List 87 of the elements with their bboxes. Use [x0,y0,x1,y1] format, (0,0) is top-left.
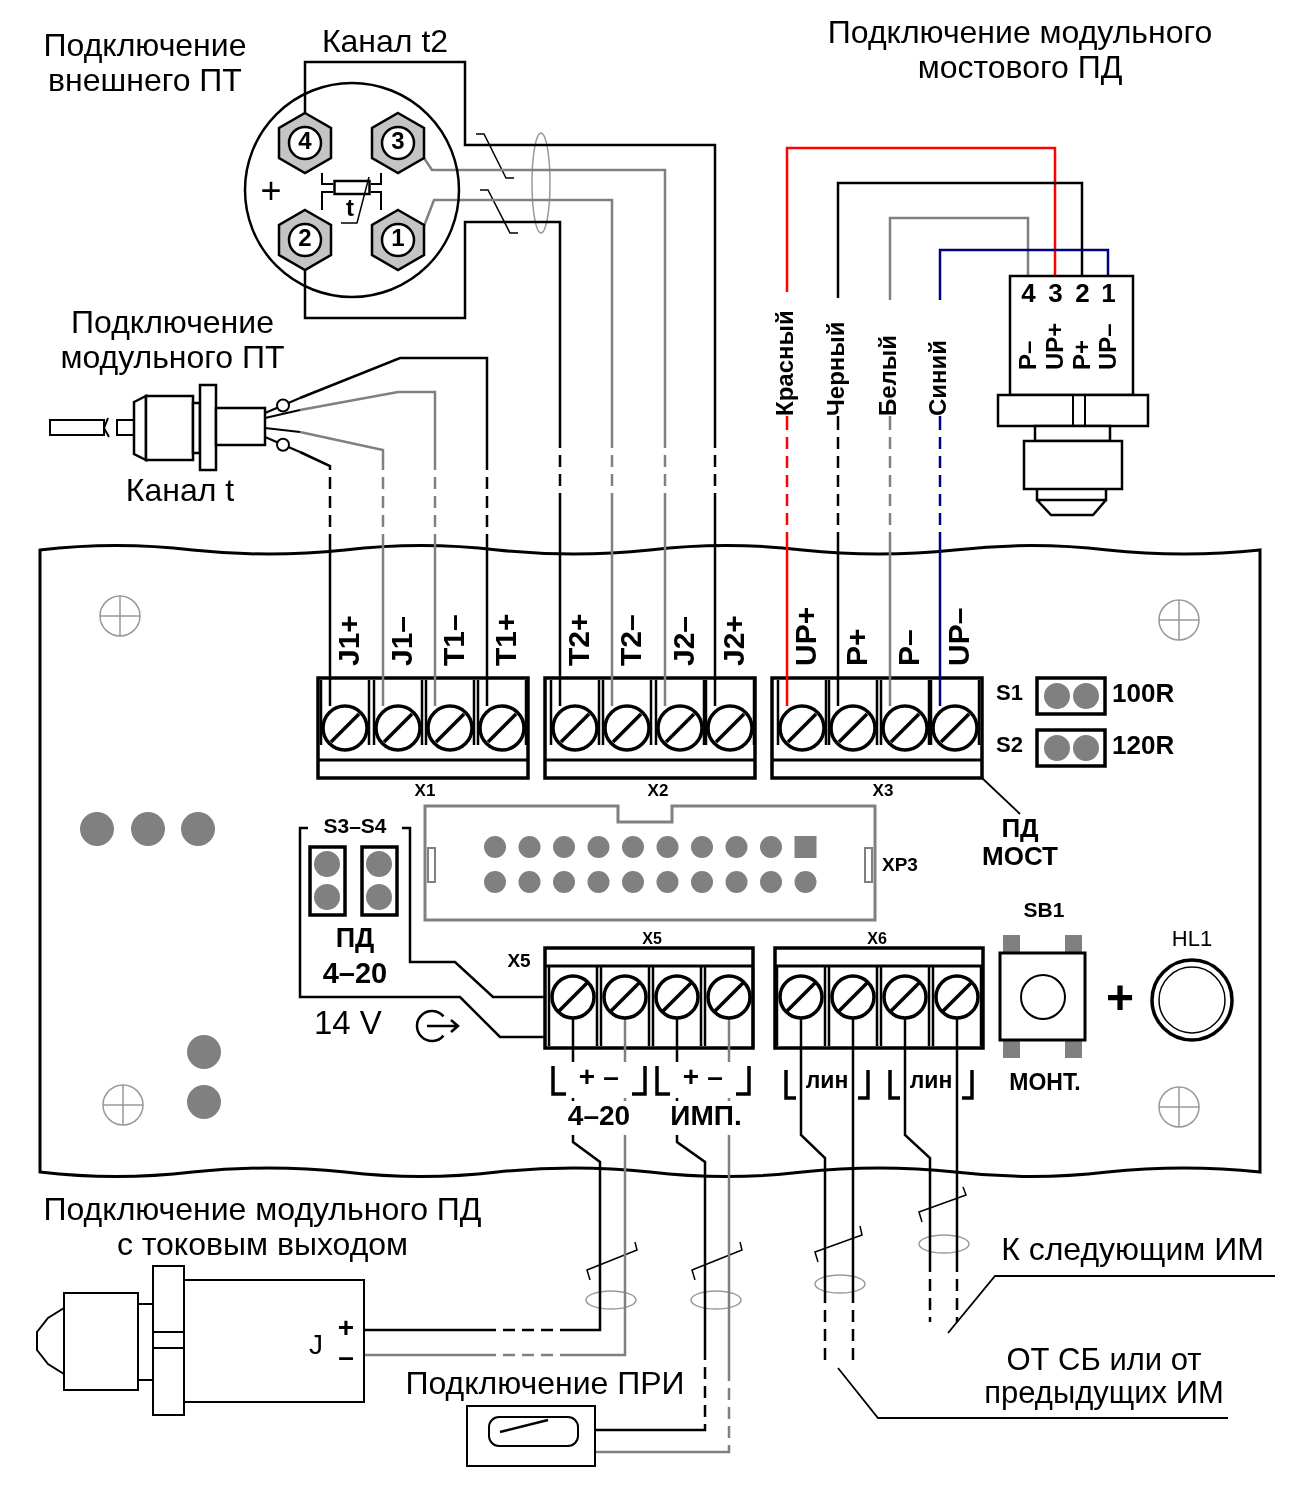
pin-number: 3 [1047,279,1064,307]
signal-label: P– [1016,339,1041,370]
jumper-value: 120R [1112,731,1176,762]
pin-number: 4 [1020,279,1037,307]
wire [370,191,382,211]
connector-label: XP3 [882,855,919,877]
terminal-group-label: лин [805,1068,849,1095]
callout-label: ОТ СБ или от предыдущих ИМ [983,1343,1225,1413]
pin-number: 2 [297,225,313,253]
wire [299,390,437,598]
connector-label: X5 [506,951,532,973]
voltage-label: 14 V [314,1005,383,1043]
terminal-label: UP– [944,606,976,666]
jumper-label: S2 [996,733,1024,759]
resistor-label: t [345,195,355,222]
terminal-label: J1+ [334,614,366,666]
polarity-mark: – [602,1062,620,1094]
terminal-label: UP+ [791,605,823,666]
jumper-label: S1 [996,681,1024,707]
heading: Подключение внешнего ПТ [42,28,248,100]
heading: Подключение модульного ПТ [59,305,286,377]
connector-label: X6 [866,930,888,949]
polarity-mark: + [577,1062,597,1094]
heading: Канал t2 [320,24,450,60]
wire [303,220,562,598]
pin-number: 1 [1100,279,1117,307]
jumper-caption: 4–20 [321,958,389,991]
wire [675,1098,707,1432]
wire [422,157,667,598]
terminal-label: T1– [439,613,471,666]
terminal-label: P+ [842,627,874,666]
terminal-label: T2+ [564,612,596,666]
terminal-group-label: лин [909,1068,953,1095]
leader-line [837,1367,1229,1419]
terminal-label: J2+ [719,614,751,666]
wire [299,356,489,598]
terminal-label: J1– [387,614,419,666]
connector-label: X2 [646,782,670,802]
wire [490,1098,602,1332]
wire [903,1050,932,1322]
terminal-label: J2– [669,614,701,666]
pin-number: 3 [390,128,406,156]
pin-number: 1 [390,225,406,253]
signal-label: P+ [1070,338,1095,370]
leader-line [947,1275,1276,1334]
terminal-label: T2– [616,613,648,666]
button-caption: МОНТ. [1008,1070,1082,1097]
wire [422,198,614,598]
heading: Подключение модульного ПД с токовым выходом [42,1192,483,1264]
jumper-label: S3–S4 [322,815,388,839]
button-label: SB1 [1022,899,1066,923]
connector-label: X5 [641,930,663,949]
heading: Подключение ПРИ [404,1366,686,1402]
pin-label: J [308,1330,324,1362]
wire [299,450,332,598]
heading: Подключение модульного мостового ПД [826,15,1214,87]
polarity-mark: – [337,1342,355,1372]
signal-label: UP+ [1043,321,1068,370]
wire [321,191,334,211]
wire [303,60,717,598]
pin-number: 4 [297,128,313,156]
edge-label: Красный [773,292,801,416]
polarity-mark: + [681,1062,701,1094]
jumper-value: 100R [1112,679,1176,710]
channel-label: Канал t [124,473,236,510]
terminal-label: P– [894,628,926,666]
signal-label: UP– [1096,322,1121,370]
wire [690,1098,731,1454]
wire [490,1098,627,1357]
polarity-mark: + [336,1313,356,1343]
wire [321,172,334,185]
led-label: HL1 [1170,927,1214,953]
terminal-label: T1+ [491,612,523,666]
connector-label: X3 [871,782,895,802]
wire [370,172,382,185]
jumper-caption: ПД [334,924,376,955]
pin-number: 2 [1074,279,1091,307]
callout-label: ПД МОСТ [981,814,1059,874]
edge-label: Черный [824,298,852,416]
polarity-mark: – [706,1062,724,1094]
leader-line [981,777,1021,815]
wire [955,1050,959,1322]
wire [299,430,385,598]
callout-label: К следующим ИМ [1000,1232,1265,1269]
polarity-mark: + [259,172,283,212]
connector-label: X1 [413,782,437,802]
polarity-mark: + [1105,972,1135,1022]
